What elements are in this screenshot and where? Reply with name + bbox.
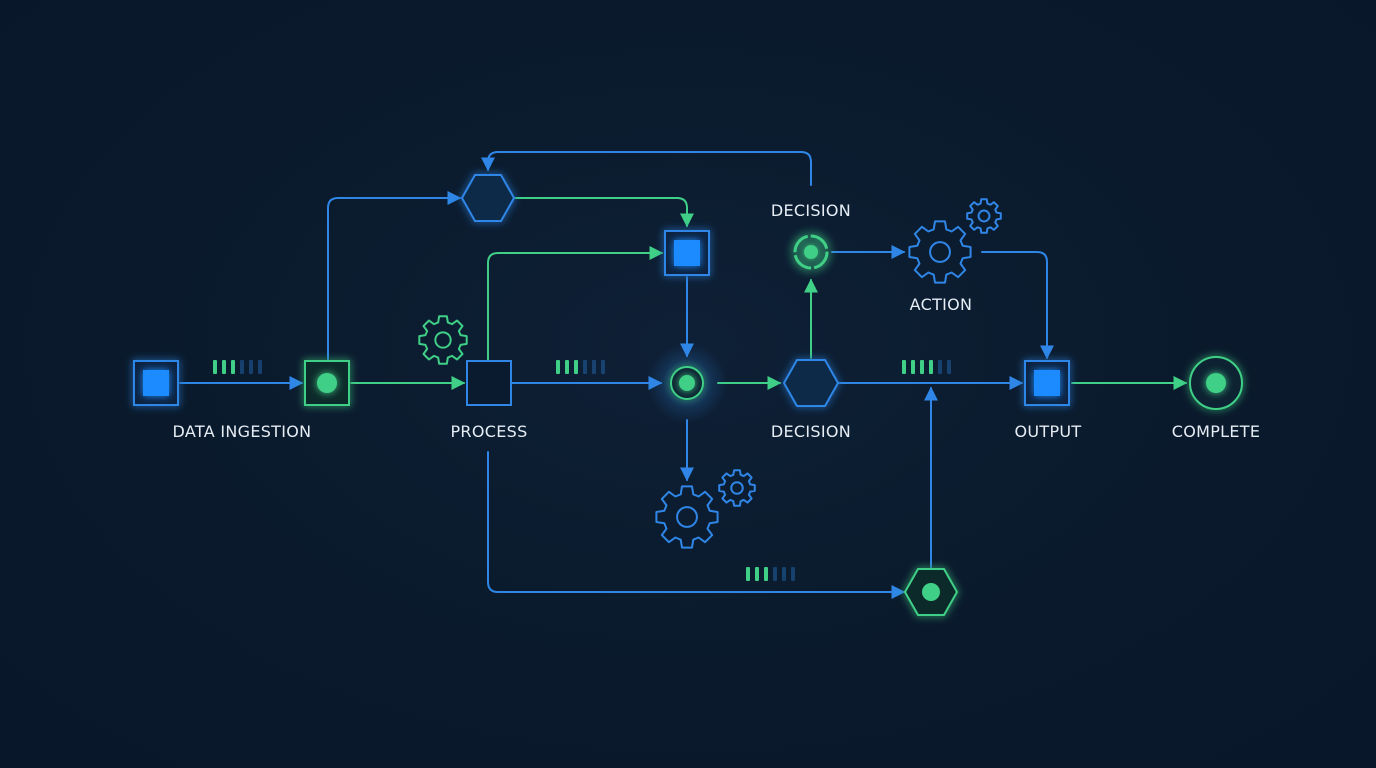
gear-hub [929, 241, 951, 263]
label-process: PROCESS [450, 422, 527, 441]
edges [179, 151, 1188, 599]
progress-indicator-process [556, 360, 605, 374]
gear-icon [655, 485, 719, 549]
progress-segment [213, 360, 217, 374]
node-complete[interactable] [1189, 356, 1243, 410]
edge-check-to-top-hex [327, 191, 462, 361]
progress-indicator-decision [902, 360, 951, 374]
gear-hub [676, 506, 698, 528]
edge-action-to-output [981, 251, 1054, 360]
progress-segment [240, 360, 244, 374]
progress-segment [231, 360, 235, 374]
progress-segment [601, 360, 605, 374]
progress-segment [929, 360, 933, 374]
progress-segment [222, 360, 226, 374]
gear-outline [908, 220, 972, 284]
gear-hub [434, 331, 452, 349]
gear-outline [655, 485, 719, 549]
gear-icon [966, 198, 1002, 234]
progress-segment [764, 567, 768, 581]
progress-segment [947, 360, 951, 374]
node-process[interactable] [466, 360, 512, 406]
gear-outline [718, 469, 756, 507]
progress-segment [938, 360, 942, 374]
label-complete: COMPLETE [1172, 422, 1261, 441]
node-upper-decision[interactable] [783, 224, 839, 280]
edge-decision-loop-back [481, 151, 812, 186]
label-decision-upper: DECISION [771, 201, 851, 220]
label-action: ACTION [910, 295, 973, 314]
progress-indicator-ingestion [213, 360, 262, 374]
gear-outline [966, 198, 1002, 234]
progress-segment [755, 567, 759, 581]
gear-hub [730, 481, 744, 495]
node-validation[interactable] [304, 360, 350, 406]
progress-segment [911, 360, 915, 374]
progress-segment [746, 567, 750, 581]
gear-outline [418, 315, 468, 365]
label-decision: DECISION [771, 422, 851, 441]
edge-process-to-lower-hex [487, 451, 906, 599]
progress-segment [574, 360, 578, 374]
node-upper-square[interactable] [664, 230, 710, 276]
progress-segment [592, 360, 596, 374]
progress-segment [920, 360, 924, 374]
label-output: OUTPUT [1014, 422, 1081, 441]
edge-process-to-upper-square [487, 246, 664, 361]
progress-segment [249, 360, 253, 374]
edge-top-hex-to-upper-square [514, 197, 694, 228]
progress-segment [791, 567, 795, 581]
progress-segment [902, 360, 906, 374]
progress-segment [556, 360, 560, 374]
label-data-ingestion: DATA INGESTION [173, 422, 312, 441]
progress-segment [583, 360, 587, 374]
progress-segment [773, 567, 777, 581]
progress-indicator-lower [746, 567, 795, 581]
node-decision[interactable] [782, 359, 840, 407]
gear-icon [718, 469, 756, 507]
node-lower-hexagon[interactable] [903, 568, 959, 616]
node-central-hub[interactable] [647, 343, 727, 423]
progress-segment [258, 360, 262, 374]
node-output[interactable] [1024, 360, 1070, 406]
progress-segment [782, 567, 786, 581]
node-top-hexagon[interactable] [460, 174, 516, 222]
gear-hub [977, 209, 991, 223]
gear-icon [908, 220, 972, 284]
node-data-ingestion[interactable] [133, 360, 179, 406]
progress-segment [565, 360, 569, 374]
gear-icon [418, 315, 468, 365]
